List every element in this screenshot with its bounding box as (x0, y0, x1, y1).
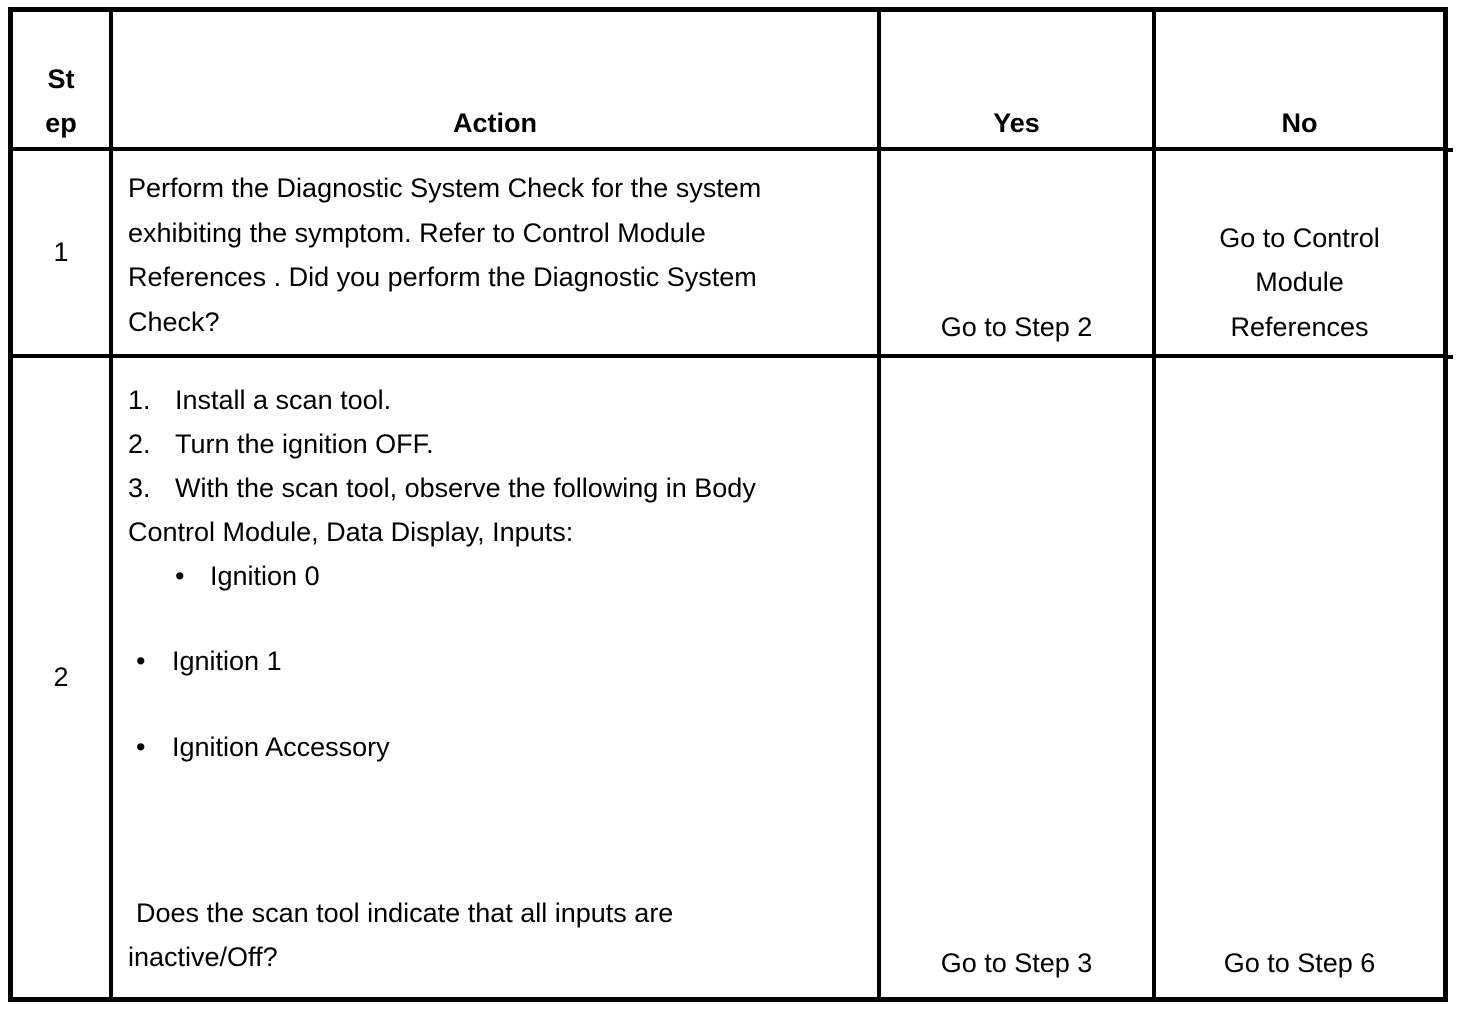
list-number: 2. (128, 429, 151, 459)
row1-no-line: References (1230, 311, 1369, 342)
row2-no-cell: Go to Step 6 (1156, 358, 1443, 997)
row2-numbered-item-1: 1. Install a scan tool. (128, 378, 857, 422)
header-no-cell: No (1156, 12, 1443, 151)
list-text: Turn the ignition OFF. (175, 429, 434, 459)
row1-no-cell: Go to Control Module References (1156, 151, 1443, 358)
diagnostic-table: St ep Action Yes No 1 Perform the Diagno… (8, 7, 1448, 1002)
row2-bullet-item: • Ignition 1 (136, 639, 857, 683)
row2-yes-cell: Go to Step 3 (881, 358, 1156, 997)
row2-step-number: 2 (53, 662, 69, 692)
row2-continuation-line: Control Module, Data Display, Inputs: (128, 517, 574, 547)
bullet-text: Ignition Accessory (172, 732, 390, 762)
row2-no-text: Go to Step 6 (1223, 947, 1376, 978)
row1-step-number: 1 (53, 237, 69, 267)
row1-no-line: Go to Control (1219, 222, 1380, 253)
bullet-marker: • (136, 732, 146, 762)
list-number: 1. (128, 385, 151, 415)
row1-no-line: Module (1255, 267, 1344, 297)
row1-action-line: Check? (128, 306, 220, 337)
header-action-cell: Action (113, 12, 881, 151)
header-step-cell: St ep (13, 12, 113, 151)
header-yes-label: Yes (993, 108, 1040, 138)
header-action-label: Action (453, 108, 537, 138)
line-overhang (1446, 148, 1453, 152)
row1-step-cell: 1 (13, 151, 113, 358)
row1-action-line: References . Did you perform the Diagnos… (128, 262, 757, 292)
row1-yes-cell: Go to Step 2 (881, 151, 1156, 358)
list-text: Install a scan tool. (175, 385, 392, 415)
bullet-text: Ignition 1 (172, 646, 282, 676)
row2-action-cell: 1. Install a scan tool. 2. Turn the igniti… (113, 358, 881, 997)
row2-numbered-item-3: 3. With the scan tool, observe the follow… (128, 466, 857, 510)
row2-question-line: inactive/Off? (128, 942, 278, 972)
line-overhang (1446, 355, 1453, 359)
bullet-marker: • (136, 646, 146, 676)
row1-yes-text: Go to Step 2 (940, 311, 1093, 342)
row1-action-line: Perform the Diagnostic System Check for … (128, 173, 762, 203)
list-number: 3. (128, 473, 151, 503)
header-step-line-1: St (47, 64, 75, 94)
header-step-line-2: ep (45, 108, 77, 138)
row2-step-cell: 2 (13, 358, 113, 997)
row1-action-cell: Perform the Diagnostic System Check for … (113, 151, 881, 358)
bullet-marker: • (175, 561, 185, 591)
header-yes-cell: Yes (881, 12, 1156, 151)
header-no-label: No (1281, 108, 1318, 138)
row2-numbered-item-2: 2. Turn the ignition OFF. (128, 422, 857, 466)
row2-bullet-item-nested: • Ignition 0 (175, 554, 857, 598)
list-text: With the scan tool, observe the followin… (175, 473, 756, 503)
bullet-text: Ignition 0 (210, 561, 320, 591)
row1-action-line: exhibiting the symptom. Refer to Control… (128, 217, 706, 248)
row2-yes-text: Go to Step 3 (940, 947, 1093, 978)
row2-question-line: Does the scan tool indicate that all inp… (136, 898, 674, 928)
row2-bullet-item: • Ignition Accessory (136, 725, 857, 769)
